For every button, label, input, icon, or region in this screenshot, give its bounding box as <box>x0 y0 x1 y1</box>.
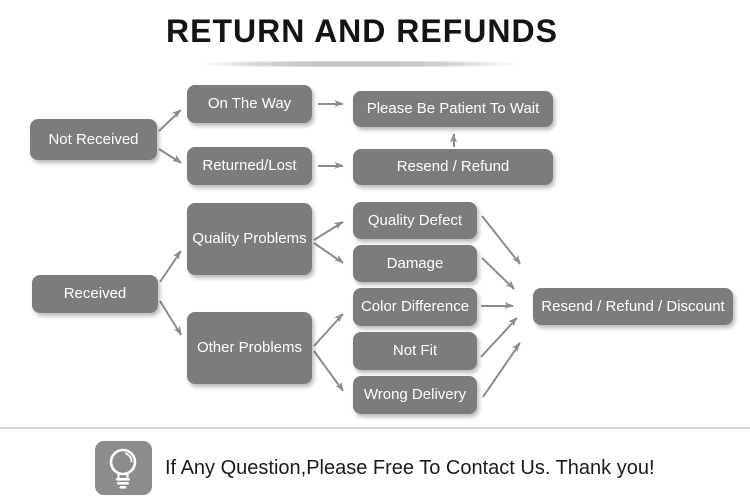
footer: If Any Question,Please Free To Contact U… <box>95 440 655 496</box>
node-on-the-way: On The Way <box>187 85 312 123</box>
node-not-received: Not Received <box>30 119 157 160</box>
node-wrong-delivery: Wrong Delivery <box>353 376 477 414</box>
arrow-damage-to-discount <box>481 257 515 290</box>
node-quality-problems: Quality Problems <box>187 203 312 275</box>
title-underline <box>158 61 558 67</box>
light-bulb-icon <box>95 440 152 495</box>
node-other-problems: Other Problems <box>187 312 312 384</box>
arrow-received-to-quality-problems <box>159 250 182 283</box>
page-title: RETURN AND REFUNDS <box>166 13 558 49</box>
node-quality-defect: Quality Defect <box>353 202 477 239</box>
node-please-wait: Please Be Patient To Wait <box>353 91 553 127</box>
footer-divider <box>0 427 750 429</box>
arrow-other-problems-to-color-difference <box>313 313 344 347</box>
node-damage: Damage <box>353 245 477 282</box>
node-resend-refund: Resend / Refund <box>353 149 553 185</box>
node-color-difference: Color Difference <box>353 288 477 326</box>
arrow-not-received-to-on-the-way <box>158 109 182 132</box>
arrow-not-fit-to-discount <box>480 317 518 358</box>
node-received: Received <box>32 275 158 313</box>
arrow-wrong-delivery-to-discount <box>482 342 521 398</box>
arrow-quality-problems-to-quality-defect <box>313 221 344 241</box>
node-not-fit: Not Fit <box>353 332 477 370</box>
footer-message: If Any Question,Please Free To Contact U… <box>165 456 655 479</box>
arrow-other-problems-to-wrong-delivery <box>313 350 344 392</box>
node-resend-refund-discount: Resend / Refund / Discount <box>533 288 733 325</box>
arrow-quality-problems-to-damage <box>313 242 344 264</box>
arrow-not-received-to-returned-lost <box>158 148 182 164</box>
node-returned-lost: Returned/Lost <box>187 147 312 185</box>
arrow-quality-defect-to-discount <box>481 215 521 265</box>
arrow-received-to-other-problems <box>159 300 182 336</box>
